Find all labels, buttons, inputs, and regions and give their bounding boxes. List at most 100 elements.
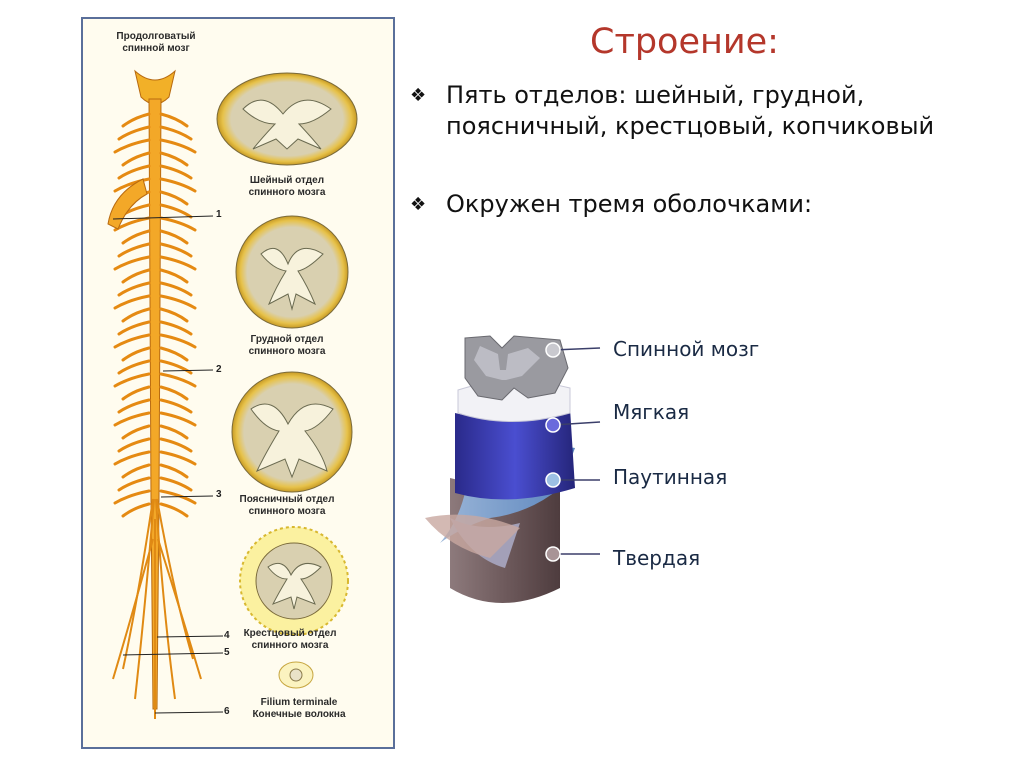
nerve-root (161, 439, 191, 451)
sacral-label-line2: спинного мозга (217, 640, 363, 652)
nerve-root (115, 296, 149, 308)
cervical-label: Шейный отдел спинного мозга (217, 175, 357, 199)
nerve-root (119, 283, 149, 295)
nerve-root (161, 257, 195, 269)
thoracic-label: Грудной отдел спинного мозга (217, 334, 357, 358)
nerve-root (161, 465, 187, 477)
slide-title: Строение: (590, 22, 779, 62)
label-pia-mater: Мягкая (613, 400, 689, 424)
pointer-number-1: 1 (216, 209, 222, 220)
label-spinal-cord: Спинной мозг (613, 337, 759, 361)
nerve-root (123, 270, 149, 282)
nerve-root (115, 335, 149, 347)
nerve-root (115, 257, 149, 269)
thoracic-section (236, 216, 348, 328)
diamond-bullet-icon: ❖ (410, 80, 446, 111)
nerve-root (123, 348, 149, 360)
nerve-root (161, 127, 191, 139)
nerve-root (161, 153, 187, 165)
cervical-label-line1: Шейный отдел (217, 175, 357, 187)
dura-marker-icon (546, 547, 560, 561)
filum-section (279, 662, 313, 688)
nerve-root (161, 426, 187, 438)
nerve-root (119, 439, 149, 451)
nerve-root (119, 322, 149, 334)
nerve-root (161, 374, 195, 386)
nerve-root (115, 452, 149, 464)
nerve-root (119, 127, 149, 139)
bullet-sections: ❖Пять отделов: шейный, грудной, поясничн… (410, 80, 986, 142)
nerve-root (161, 296, 195, 308)
filum-label-line1: Filium terminale (229, 697, 369, 709)
pointer-number-4: 4 (224, 630, 230, 641)
nerve-root (161, 413, 195, 425)
nerve-root (115, 491, 149, 503)
nerve-root (119, 400, 149, 412)
nerve-root (119, 361, 149, 373)
pointer-number-2: 2 (216, 364, 222, 375)
nerve-root (161, 348, 187, 360)
nerve-root (123, 153, 149, 165)
thoracic-label-line2: спинного мозга (217, 346, 357, 358)
nerve-root (161, 270, 187, 282)
bullet-membranes-text: Окружен тремя оболочками: (446, 189, 1006, 220)
nerve-root (161, 231, 187, 243)
nerve-root (123, 465, 149, 477)
nerve-root (161, 179, 195, 191)
label-dura-mater: Твердая (613, 546, 700, 570)
nerve-root (161, 205, 191, 217)
nerve-root (119, 244, 149, 256)
nerve-root (119, 478, 149, 490)
diamond-bullet-icon: ❖ (410, 189, 446, 220)
nerve-root (161, 335, 195, 347)
cervical-label-line2: спинного мозга (217, 187, 357, 199)
nerve-root (161, 166, 191, 178)
lumbar-label-line2: спинного мозга (217, 506, 357, 518)
nerve-root (123, 231, 149, 243)
filum-label: Filium terminale Конечные волокна (229, 697, 369, 721)
spinal-cord-marker-icon (546, 343, 560, 357)
bullet-membranes: ❖Окружен тремя оболочками: (410, 189, 1006, 220)
nerve-root (123, 387, 149, 399)
nerve-root (115, 413, 149, 425)
thoracic-label-line1: Грудной отдел (217, 334, 357, 346)
sacral-label-line1: Крестцовый отдел (217, 628, 363, 640)
membranes-illustration (410, 318, 610, 618)
nerve-root (161, 452, 195, 464)
nerve-root (123, 426, 149, 438)
bullet-sections-text: Пять отделов: шейный, грудной, поясничны… (446, 80, 986, 142)
nerve-root (119, 166, 149, 178)
nerve-root (161, 114, 187, 126)
spinal-cord-figure: Продолговатый спинной мозг Шейный отдел … (81, 17, 395, 749)
arachnoid-marker-icon (546, 473, 560, 487)
pointer-number-5: 5 (224, 647, 230, 658)
nerve-root (115, 374, 149, 386)
sacral-section (240, 527, 348, 635)
pointer-number-6: 6 (224, 706, 230, 717)
sacral-label: Крестцовый отдел спинного мозга (217, 628, 363, 652)
lumbar-label: Поясничный отдел спинного мозга (217, 494, 357, 518)
cervical-section (217, 73, 357, 165)
nerve-root (161, 140, 195, 152)
nerve-root (161, 504, 187, 516)
nerve-root (161, 283, 191, 295)
nerve-root (161, 478, 191, 490)
nerve-root (161, 400, 191, 412)
pointer-number-3: 3 (216, 489, 222, 500)
nerve-root (161, 218, 195, 230)
medulla-label-line1: Продолговатый (101, 31, 211, 43)
nerve-root (123, 114, 149, 126)
pia-marker-icon (546, 418, 560, 432)
lumbar-section (232, 372, 352, 492)
nerve-root (161, 322, 191, 334)
nerve-root (161, 192, 187, 204)
medulla-label: Продолговатый спинной мозг (101, 31, 211, 55)
label-arachnoid: Паутинная (613, 465, 727, 489)
lumbar-label-line1: Поясничный отдел (217, 494, 357, 506)
nerve-root (115, 140, 149, 152)
nerve-root (161, 244, 191, 256)
nerve-root (123, 504, 149, 516)
medulla-label-line2: спинной мозг (101, 43, 211, 55)
nerve-root (161, 309, 187, 321)
nerve-root (123, 309, 149, 321)
